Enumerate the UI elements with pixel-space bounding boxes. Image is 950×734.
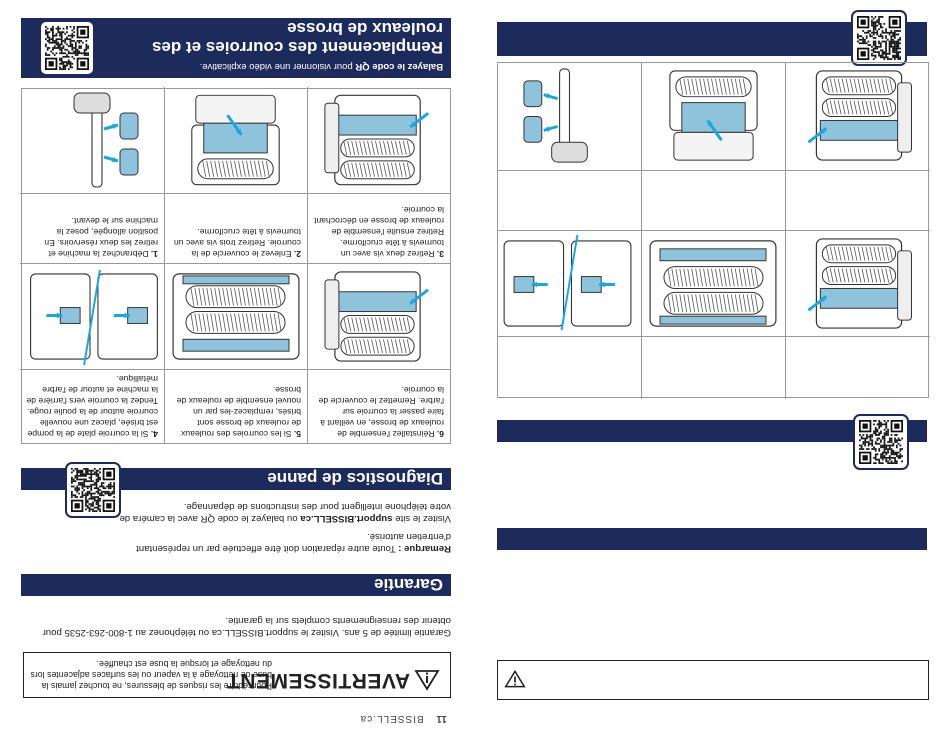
step-5-illustration (164, 263, 307, 369)
r-step-2-caption (642, 171, 786, 231)
r-step-6-illustration (786, 231, 930, 337)
cleaner-head-drawing (324, 94, 430, 186)
step-1-illustration (20, 87, 164, 193)
r-step-2-illustration (642, 63, 786, 171)
warning-box-right (497, 660, 929, 700)
step-3-caption: 3. Retirez deux vis avec un tournevis à … (307, 193, 450, 263)
step-6-illustration (307, 263, 450, 369)
belt-replacement-title: Remplacement des courroies et des roulea… (151, 19, 443, 57)
steps-grid: 6. Réinstallez l'ensemble de rouleaux de… (20, 87, 451, 444)
qr-pattern (857, 16, 901, 60)
qr-pattern (859, 420, 903, 464)
step-6-caption: 6. Réinstallez l'ensemble de rouleaux de… (307, 369, 450, 443)
warning-triangle-icon (504, 669, 526, 688)
step-4-illustration (20, 263, 164, 369)
steps-grid-right (497, 62, 930, 399)
step-4-caption: 4. Si la courroie plate de la pompe est … (20, 369, 164, 443)
warning-triangle-icon (414, 670, 440, 691)
qr-code-diagnostics[interactable] (65, 462, 121, 518)
diagnostics-title: Diagnostics de panne (267, 469, 443, 488)
section-header-bottom (497, 528, 927, 550)
r-step-4-illustration (498, 231, 642, 337)
r-step-3-illustration (786, 63, 930, 171)
pulley-belt-drawing (30, 269, 158, 366)
left-page: 11 BISSELL.ca AVERTISSEMENT Pour réduire… (20, 18, 452, 724)
qr-code-top[interactable] (851, 10, 907, 66)
warning-box: AVERTISSEMENT Pour réduire les risques d… (23, 652, 451, 698)
qr-code-video[interactable] (39, 20, 95, 76)
cleaner-head-drawing (807, 70, 912, 161)
cleaner-head-drawing (807, 238, 912, 329)
warning-text: Pour réduire les risques de blessures, n… (30, 659, 272, 691)
r-step-1-illustration (498, 63, 642, 171)
warranty-text: Garantie limitée de 5 ans. Visitez le su… (42, 615, 451, 638)
right-page (475, 0, 950, 734)
r-step-4-caption (498, 337, 642, 399)
step-2-illustration (164, 87, 307, 193)
cleaner-head-drawing (324, 271, 429, 362)
site-name: BISSELL.ca (359, 713, 424, 724)
r-step-5-illustration (642, 231, 786, 337)
page-number: 11 (436, 713, 447, 724)
r-step-1-caption (498, 171, 642, 231)
diagnostics-text: Visitez le site support.BISSELL.ca ou ba… (119, 501, 452, 524)
warranty-header: Garantie (21, 574, 451, 596)
r-step-3-caption (786, 171, 930, 231)
r-step-6-caption (786, 337, 930, 399)
upright-cleaner-drawing (523, 68, 588, 163)
note-label: Remarque : (398, 543, 451, 554)
step-2-caption: 2. Enlevez le couvercle de la courroie. … (164, 193, 307, 263)
warranty-title: Garantie (374, 575, 443, 594)
upright-cleaner-drawing (73, 92, 139, 188)
pulley-belt-drawing (503, 234, 632, 331)
qr-code-middle[interactable] (853, 414, 909, 470)
qr-pattern (71, 468, 115, 512)
step-3-illustration (307, 87, 450, 193)
step-1-caption: 1. Débranchez la machine et retirez les … (20, 193, 164, 263)
brush-roll-drawing (649, 240, 777, 327)
belt-cover-drawing (669, 70, 758, 161)
page-header: 11 BISSELL.ca (360, 713, 447, 724)
section-header-middle (497, 420, 927, 442)
repair-note: Remarque : Toute autre réparation doit ê… (121, 530, 451, 554)
support-link[interactable]: support.BISSELL.ca (300, 513, 393, 524)
qr-pattern (45, 26, 89, 70)
belt-replacement-subtitle: Balayez le code QR pour visionner une vi… (199, 61, 443, 72)
belt-cover-drawing (191, 94, 280, 186)
r-step-5-caption (642, 337, 786, 399)
step-5-caption: 5. Si les courroies des rouleaux de roul… (164, 369, 307, 443)
brush-roll-drawing (172, 273, 300, 360)
